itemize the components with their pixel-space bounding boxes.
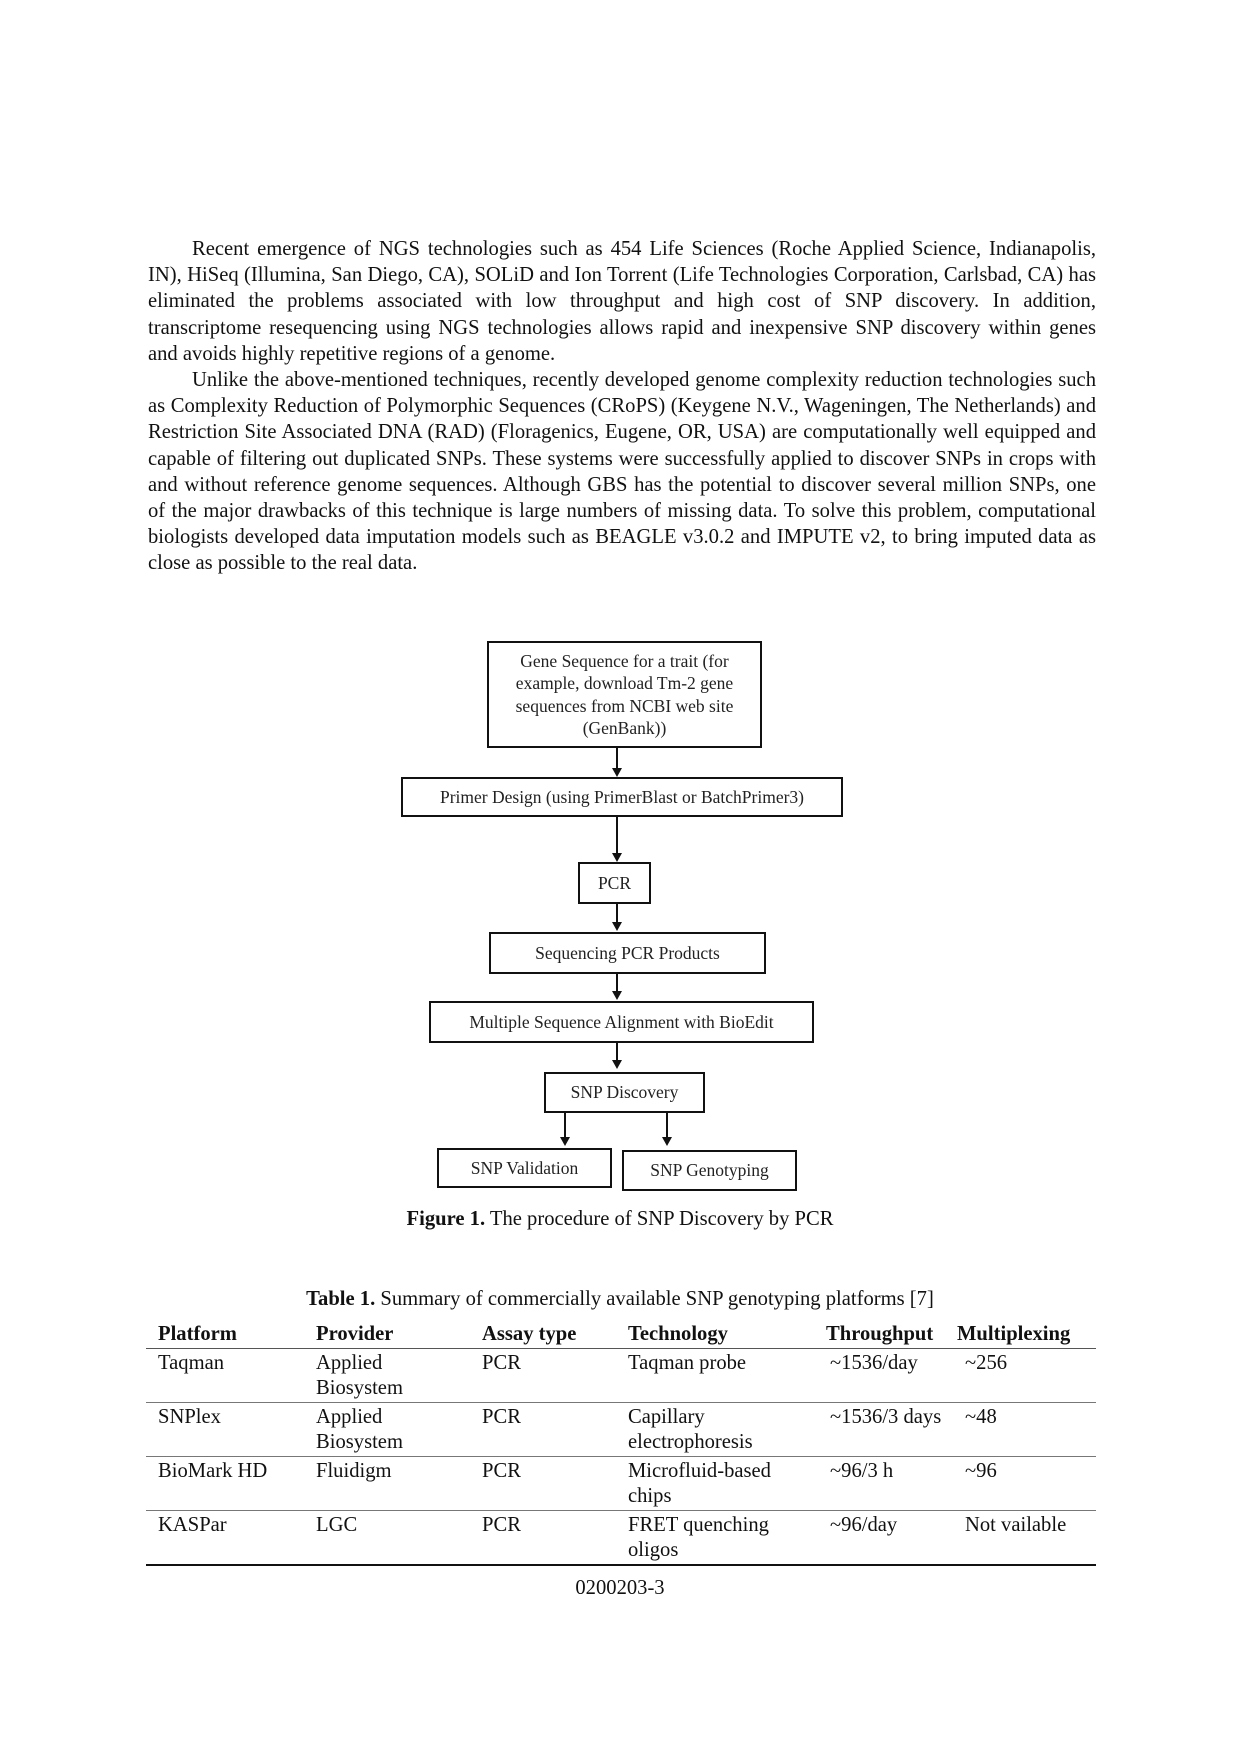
table-row: KASPar LGC PCR FRET quenching oligos ~96… (146, 1510, 1096, 1566)
figure-label: Figure 1. (406, 1208, 486, 1230)
cell-technology: Capillary electrophoresis (616, 1402, 818, 1457)
step-snp-discovery: SNP Discovery (544, 1072, 705, 1113)
cell-throughput: ~1536/3 days (818, 1402, 953, 1457)
step-snp-validation: SNP Validation (437, 1148, 612, 1188)
table-row: SNPlex Applied Biosystem PCR Capillary e… (146, 1402, 1096, 1457)
cell-throughput: ~96/day (818, 1510, 953, 1566)
arrowhead-icon (560, 1137, 570, 1146)
cell-assay-type: PCR (470, 1402, 616, 1457)
cell-platform: BioMark HD (146, 1456, 304, 1511)
connector-line (666, 1113, 668, 1139)
connector-line (616, 817, 618, 855)
connector-line (616, 904, 618, 924)
figure-caption: Figure 1. The procedure of SNP Discovery… (0, 1208, 1240, 1231)
cell-multiplexing: ~48 (953, 1402, 1096, 1457)
cell-platform: SNPlex (146, 1402, 304, 1457)
genotyping-platforms-table: Platform Provider Assay type Technology … (146, 1320, 1096, 1566)
header-platform: Platform (146, 1320, 304, 1349)
arrowhead-icon (612, 768, 622, 777)
cell-technology: Taqman probe (616, 1348, 818, 1403)
arrowhead-icon (612, 991, 622, 1000)
table-row: BioMark HD Fluidigm PCR Microfluid-based… (146, 1456, 1096, 1511)
arrowhead-icon (662, 1137, 672, 1146)
cell-provider: Applied Biosystem (304, 1402, 470, 1457)
header-technology: Technology (616, 1320, 818, 1349)
step-sequencing-pcr-products: Sequencing PCR Products (489, 932, 766, 974)
connector-line (616, 1043, 618, 1062)
header-throughput: Throughput (818, 1320, 953, 1349)
figure-caption-text: The procedure of SNP Discovery by PCR (485, 1208, 834, 1230)
step-multiple-sequence-alignment: Multiple Sequence Alignment with BioEdit (429, 1001, 814, 1043)
cell-platform: KASPar (146, 1510, 304, 1566)
cell-throughput: ~1536/day (818, 1348, 953, 1403)
table-caption-text: Summary of commercially available SNP ge… (375, 1288, 934, 1310)
table-label: Table 1. (306, 1288, 376, 1310)
table-row: Taqman Applied Biosystem PCR Taqman prob… (146, 1348, 1096, 1403)
paragraph-ngs: Recent emergence of NGS technologies suc… (148, 238, 1096, 365)
header-multiplexing: Multiplexing (953, 1320, 1096, 1349)
cell-throughput: ~96/3 h (818, 1456, 953, 1511)
table-header-row: Platform Provider Assay type Technology … (146, 1320, 1096, 1349)
cell-provider: Applied Biosystem (304, 1348, 470, 1403)
header-provider: Provider (304, 1320, 470, 1349)
arrowhead-icon (612, 853, 622, 862)
page-number: 0200203-3 (575, 1577, 665, 1599)
paragraph-complexity-reduction: Unlike the above-mentioned techniques, r… (148, 369, 1096, 575)
step-snp-genotyping: SNP Genotyping (622, 1150, 797, 1191)
table-caption: Table 1. Summary of commercially availab… (0, 1288, 1240, 1311)
header-assay-type: Assay type (470, 1320, 616, 1349)
cell-assay-type: PCR (470, 1510, 616, 1566)
cell-technology: FRET quenching oligos (616, 1510, 818, 1566)
connector-line (616, 974, 618, 993)
cell-provider: Fluidigm (304, 1456, 470, 1511)
connector-line (616, 748, 618, 770)
cell-multiplexing: ~256 (953, 1348, 1096, 1403)
cell-assay-type: PCR (470, 1456, 616, 1511)
step-primer-design: Primer Design (using PrimerBlast or Batc… (401, 777, 843, 817)
cell-provider: LGC (304, 1510, 470, 1566)
cell-platform: Taqman (146, 1348, 304, 1403)
arrowhead-icon (612, 922, 622, 931)
cell-assay-type: PCR (470, 1348, 616, 1403)
arrowhead-icon (612, 1060, 622, 1069)
step-pcr: PCR (578, 862, 651, 904)
cell-multiplexing: Not vailable (953, 1510, 1096, 1566)
connector-line (564, 1113, 566, 1139)
step-gene-sequence: Gene Sequence for a trait (for example, … (487, 641, 762, 748)
body-text: Recent emergence of NGS technologies suc… (148, 236, 1096, 577)
cell-multiplexing: ~96 (953, 1456, 1096, 1511)
cell-technology: Microfluid-based chips (616, 1456, 818, 1511)
